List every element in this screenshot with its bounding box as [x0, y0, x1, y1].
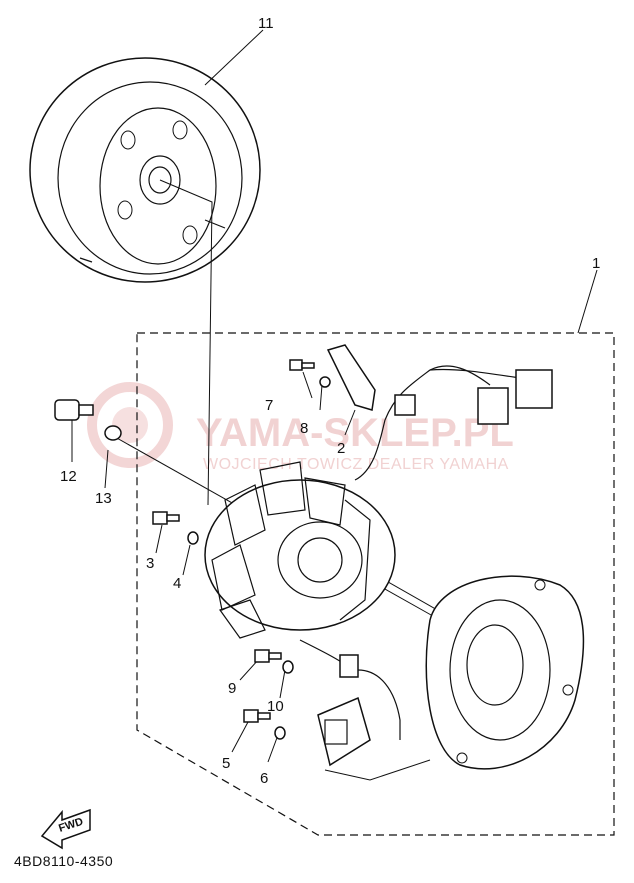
wire-clamp: [394, 394, 416, 416]
washer-13: [104, 425, 122, 441]
screw-5: [243, 709, 271, 723]
label-part-7: 7: [265, 397, 273, 414]
fasteners: [54, 359, 331, 740]
washer-8: [319, 376, 331, 388]
bolt-12: [54, 399, 94, 421]
label-part-4: 4: [173, 575, 181, 592]
label-part-9: 9: [228, 680, 236, 697]
label-part-10: 10: [267, 698, 284, 715]
wire-lead-plate: [326, 344, 376, 411]
label-part-13: 13: [95, 490, 112, 507]
assembly-boundary: [136, 332, 615, 836]
drawing-code: 4BD8110-4350: [14, 853, 113, 869]
label-part-8: 8: [300, 420, 308, 437]
watermark-logo-ring: [87, 382, 173, 468]
label-part-1: 1: [592, 255, 600, 272]
watermark: YAMA-SKLEP.PL WOJCIECH TOWICZ DEALER YAM…: [87, 382, 514, 473]
connector-small: [477, 387, 509, 425]
washer-6: [274, 726, 286, 740]
pickup-coil: [299, 639, 401, 767]
label-part-12: 12: [60, 468, 77, 485]
label-part-3: 3: [146, 555, 154, 572]
stator-coil: [204, 419, 396, 639]
flywheel-rotor: [29, 57, 261, 283]
washer-4: [187, 531, 199, 545]
screw-7: [289, 359, 315, 371]
screw-3: [152, 511, 180, 525]
wire-harness: [326, 344, 553, 425]
washer-10: [282, 660, 294, 674]
label-part-11: 11: [258, 15, 274, 32]
watermark-main-text: YAMA-SKLEP.PL: [196, 411, 514, 455]
connector-large: [515, 369, 553, 409]
part-labels: 11 1 7 8 2 12 13 3 4 9 10 5 6: [60, 15, 600, 787]
label-part-5: 5: [222, 755, 230, 772]
label-part-2: 2: [337, 440, 345, 457]
base-plate: [425, 575, 585, 770]
fwd-arrow: FWD: [40, 808, 91, 850]
label-part-6: 6: [260, 770, 268, 787]
screw-9: [254, 649, 282, 663]
watermark-sub-text: WOJCIECH TOWICZ DEALER YAMAHA: [203, 456, 509, 473]
